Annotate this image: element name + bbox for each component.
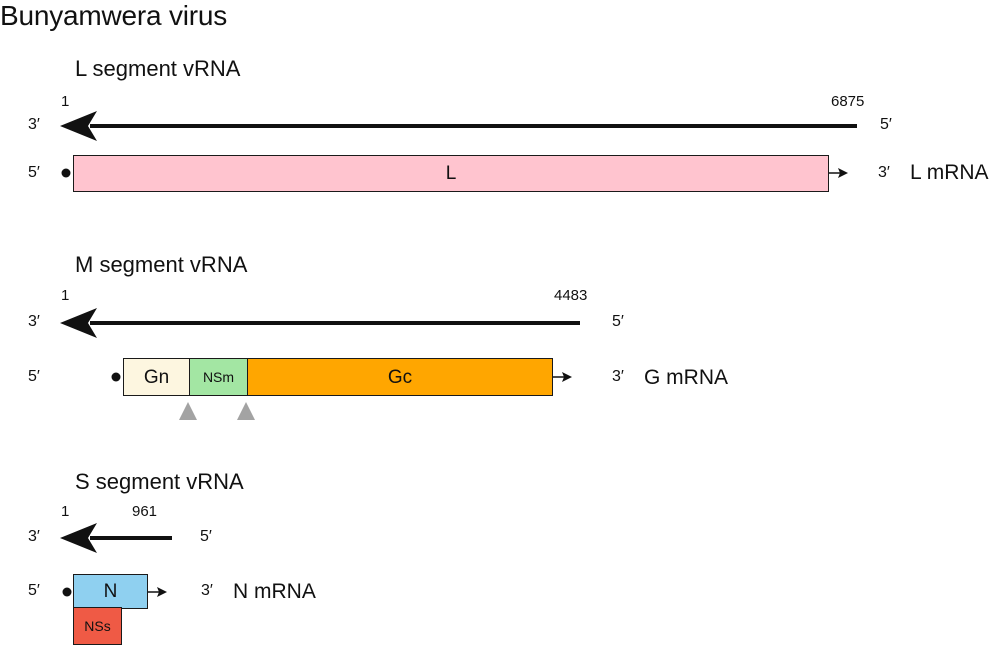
l-gene-box: L (73, 155, 829, 192)
m-vrna-3prime: 3′ (28, 313, 40, 330)
nsm-gene-label: NSm (202, 369, 235, 385)
l-vrna-5prime: 5′ (880, 116, 892, 133)
n-gene-label: N (103, 581, 118, 602)
m-mrna-label: G mRNA (644, 366, 728, 389)
m-mrna-5prime: 5′ (28, 368, 40, 385)
s-vrna-5prime: 5′ (200, 528, 212, 545)
m-vrna-arrow (60, 308, 580, 338)
s-mrna-arrowhead (148, 587, 167, 597)
s-mrna-cap-dot (62, 587, 72, 597)
m-start-position: 1 (61, 287, 70, 304)
s-vrna-3prime: 3′ (28, 528, 40, 545)
m-mrna-cap-dot (111, 372, 121, 382)
cleavage-marker-nsm-gc (237, 402, 255, 420)
s-vrna-arrow (60, 523, 172, 553)
l-mrna-cap-dot (61, 168, 71, 178)
s-mrna-label: N mRNA (233, 580, 316, 603)
m-vrna-5prime: 5′ (612, 313, 624, 330)
n-gene-box: N (73, 574, 148, 609)
s-segment-title: S segment vRNA (75, 469, 244, 494)
s-start-position: 1 (61, 503, 70, 520)
l-end-position: 6875 (831, 93, 865, 110)
m-segment-title: M segment vRNA (75, 252, 248, 277)
s-mrna-3prime: 3′ (201, 582, 213, 599)
l-segment-title: L segment vRNA (75, 56, 241, 81)
gn-gene-box: Gn (123, 358, 190, 396)
l-mrna-5prime: 5′ (28, 164, 40, 181)
gn-gene-label: Gn (143, 366, 170, 388)
figure-title: Bunyamwera virus (0, 0, 228, 31)
nss-gene-label: NSs (84, 618, 111, 634)
s-mrna-5prime: 5′ (28, 582, 40, 599)
gc-gene-box: Gc (247, 358, 553, 396)
nss-gene-box: NSs (73, 607, 122, 645)
l-vrna-arrow (60, 111, 857, 141)
s-end-position: 961 (132, 503, 158, 520)
gc-gene-label: Gc (387, 366, 413, 388)
l-vrna-3prime: 3′ (28, 116, 40, 133)
l-gene-label: L (445, 163, 457, 184)
cleavage-marker-gn-nsm (179, 402, 197, 420)
m-mrna-3prime: 3′ (612, 368, 624, 385)
l-mrna-arrowhead (829, 168, 848, 178)
m-mrna-arrowhead (553, 372, 572, 382)
nsm-gene-box: NSm (189, 358, 248, 396)
l-mrna-3prime: 3′ (878, 164, 890, 181)
l-start-position: 1 (61, 93, 70, 110)
l-mrna-label: L mRNA (910, 161, 989, 184)
m-end-position: 4483 (554, 287, 588, 304)
